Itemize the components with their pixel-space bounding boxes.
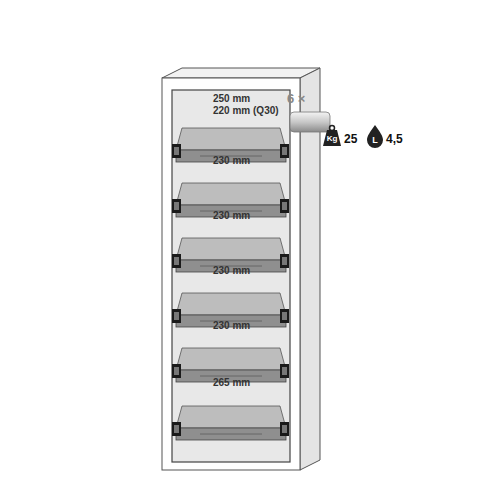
- drawer-slide-detail: [174, 147, 179, 155]
- drawer-front: [176, 428, 286, 440]
- dimension-label: 250 mm: [213, 94, 250, 104]
- drawer-tray: [176, 348, 286, 370]
- drawer-slide-detail: [174, 257, 179, 265]
- drawer-slide-detail: [174, 367, 179, 375]
- drawer-slide-detail: [282, 147, 287, 155]
- drawer-slide-detail: [174, 312, 179, 320]
- dimension-label: 220 mm (Q30): [213, 106, 279, 116]
- dimension-label: 265 mm: [213, 378, 250, 388]
- drawer-slide-detail: [174, 202, 179, 210]
- drawer-slide: [172, 364, 181, 378]
- drawer-slide: [172, 144, 181, 158]
- weight-icon: [323, 130, 341, 146]
- cabinet-interior: [172, 90, 290, 462]
- drawer-slide: [280, 199, 289, 213]
- drawer-slide: [172, 422, 181, 436]
- drawer-tray: [176, 293, 286, 315]
- weight-handle: [330, 126, 335, 131]
- drawer-slide: [280, 254, 289, 268]
- drawer-edge: [200, 434, 262, 435]
- drawer-tray: [176, 406, 286, 428]
- drawer-slide-detail: [282, 202, 287, 210]
- volume-unit: L: [372, 136, 378, 145]
- dimension-label: 230 mm: [213, 211, 250, 221]
- drawer-slide: [172, 309, 181, 323]
- drawers: [172, 128, 289, 440]
- dimension-label: 230 mm: [213, 156, 250, 166]
- drawer-slide-detail: [282, 367, 287, 375]
- drawer-slide: [172, 254, 181, 268]
- weight-value: 25: [344, 133, 357, 145]
- drawer-edge: [200, 376, 262, 377]
- volume-value: 4,5: [386, 133, 403, 145]
- weight-unit: Kg: [327, 135, 338, 143]
- drawer-slide-detail: [282, 257, 287, 265]
- dimension-label: 230 mm: [213, 321, 250, 331]
- dimension-label: 230 mm: [213, 266, 250, 276]
- drawer-slide-detail: [282, 425, 287, 433]
- drawer-tray: [176, 183, 286, 205]
- drawer-tray: [176, 238, 286, 260]
- drawer-slide: [172, 199, 181, 213]
- drawer-slide: [280, 144, 289, 158]
- drawer-icon: [290, 112, 330, 132]
- drawer-slide-detail: [282, 312, 287, 320]
- drawer-tray: [176, 128, 286, 150]
- drawer-slide: [280, 309, 289, 323]
- liquid-drop-icon: [367, 125, 383, 148]
- cabinet-top: [162, 68, 320, 78]
- cabinet-front: [162, 78, 300, 470]
- drawer-slide-detail: [174, 425, 179, 433]
- drawer-slide: [280, 364, 289, 378]
- drawer-slide: [280, 422, 289, 436]
- quantity-label: 6 ×: [287, 92, 305, 105]
